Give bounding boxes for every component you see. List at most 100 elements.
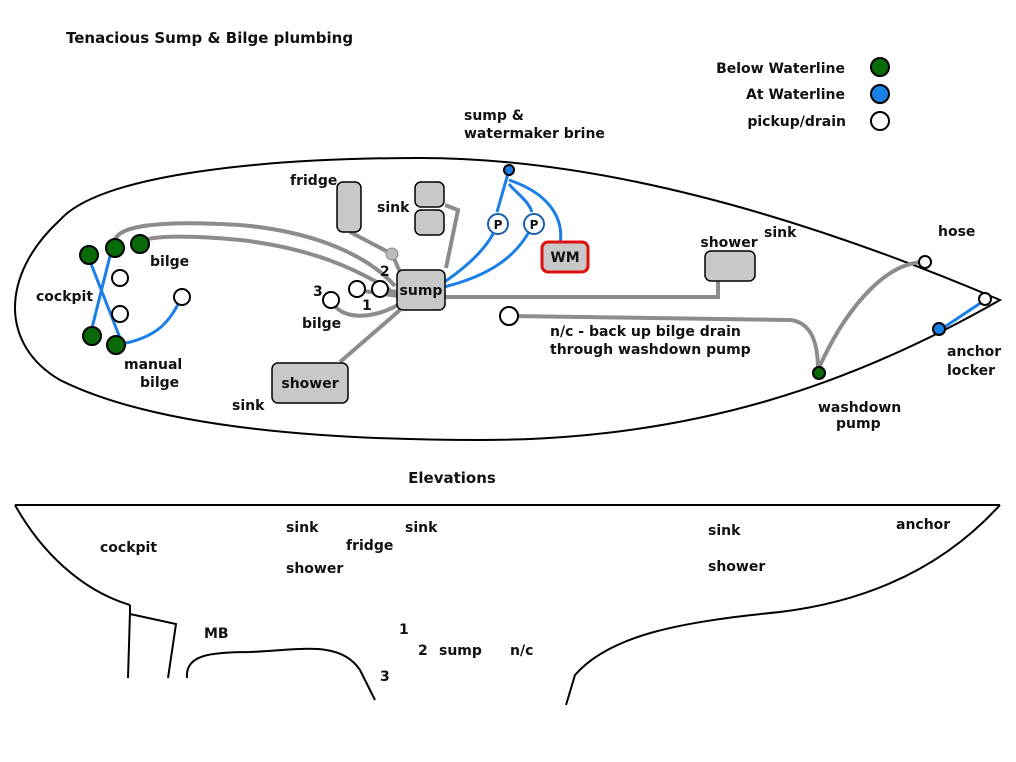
- elevation-transom-outer: [127, 605, 131, 679]
- washdown-pump-fitting: [812, 366, 826, 380]
- elev-anchor-label: anchor: [896, 517, 950, 533]
- manual-bilge-fitting: [106, 335, 126, 355]
- manual-bilge-label-1: manual: [124, 357, 182, 373]
- blue-pipes: [86, 169, 986, 347]
- anchor-locker-label-1: anchor: [947, 344, 1001, 360]
- elev-shower-b-label: shower: [708, 559, 765, 575]
- fridge-box: [336, 181, 362, 233]
- hose-label: hose: [938, 224, 975, 240]
- elev-3-label: 3: [380, 669, 390, 685]
- pipe-anchor-locker: [939, 298, 986, 332]
- watermaker-box: WM: [540, 240, 590, 274]
- elevations-title: Elevations: [408, 469, 496, 487]
- diagram-title: Tenacious Sump & Bilge plumbing: [66, 29, 353, 47]
- elev-sink-b-label: sink: [405, 520, 438, 536]
- legend-below-waterline-swatch: [870, 57, 890, 77]
- watermaker-label: WM: [550, 250, 579, 266]
- nc-pickup: [499, 306, 519, 326]
- elevation-stern: [14, 504, 131, 606]
- shower-aft-label: shower: [281, 376, 338, 392]
- pump-1: P: [487, 213, 509, 235]
- elev-fridge-label: fridge: [346, 538, 393, 554]
- pipe-bilge-top-outer: [112, 221, 397, 288]
- pickups-drains: [111, 255, 992, 326]
- sump-brine-label-1: sump &: [464, 108, 524, 124]
- hose-pickup: [918, 255, 932, 269]
- anchor-locker-fitting: [932, 322, 946, 336]
- elev-sink-a-label: sink: [286, 520, 319, 536]
- pipe-nc-washdown: [509, 314, 820, 371]
- cockpit-pickup-upper: [111, 269, 129, 287]
- cockpit-drain-upper: [79, 245, 99, 265]
- shower-fwd-label: shower: [700, 235, 757, 251]
- elevation-skeg-top: [129, 613, 178, 679]
- drain-1-number: 1: [362, 298, 372, 314]
- brine-through-hull: [503, 164, 515, 176]
- pipe-washdown-hose: [816, 260, 926, 371]
- bilge-fitting-b: [130, 234, 150, 254]
- pipe-cockpit-cross-b: [88, 247, 114, 337]
- bilge-mid-label: bilge: [302, 316, 341, 332]
- pipe-sink-sump: [444, 203, 461, 269]
- cockpit-drain-lower: [82, 326, 102, 346]
- sink-mid-label: sink: [377, 200, 410, 216]
- grey-pipes: [112, 203, 926, 371]
- elev-1-label: 1: [399, 622, 409, 638]
- pipe-shower-fwd-sump: [445, 280, 720, 299]
- shower-aft-box: shower: [271, 362, 349, 404]
- elev-sump-label: sump: [439, 643, 482, 659]
- legend-below-waterline-label: Below Waterline: [716, 61, 845, 77]
- elevation-bow: [565, 504, 1001, 706]
- washdown-pump-label-1: washdown: [818, 400, 901, 416]
- drain-3-number: 3: [313, 284, 323, 300]
- sink-box-lower: [414, 209, 445, 236]
- shower-fwd-box: [704, 250, 756, 282]
- nc-note-label-1: n/c - back up bilge drain: [550, 324, 741, 340]
- legend: Below Waterline At Waterline pickup/drai…: [716, 57, 890, 131]
- elevation-keel: [185, 647, 376, 701]
- sump-label: sump: [400, 283, 443, 299]
- pipe-pump2-brine: [507, 183, 534, 213]
- bilge-top-label: bilge: [150, 254, 189, 270]
- legend-at-waterline-label: At Waterline: [746, 87, 845, 103]
- bilge-mid-pickup: [322, 291, 340, 309]
- pipe-sump-pump2: [443, 225, 534, 289]
- fridge-label: fridge: [290, 173, 337, 189]
- elev-shower-a-label: shower: [286, 561, 343, 577]
- fridge-junction: [385, 247, 399, 261]
- drain-3: [348, 280, 366, 298]
- elev-sink-c-label: sink: [708, 523, 741, 539]
- anchor-drain: [978, 292, 992, 306]
- elev-2-label: 2: [418, 643, 428, 659]
- drain-2-number: 2: [380, 264, 390, 280]
- manual-bilge-label-2: bilge: [140, 375, 179, 391]
- cockpit-label: cockpit: [36, 289, 93, 305]
- manual-bilge-pickup: [173, 288, 191, 306]
- elev-nc-label: n/c: [510, 643, 533, 659]
- cockpit-pickup-lower: [111, 305, 129, 323]
- legend-pickup-drain-swatch: [870, 111, 890, 131]
- legend-at-waterline-swatch: [870, 84, 890, 104]
- anchor-locker-label-2: locker: [947, 363, 995, 379]
- pipe-shower-aft-sump: [338, 308, 402, 364]
- pump-2: P: [523, 213, 545, 235]
- pipe-cockpit-cross-a: [86, 255, 122, 339]
- pump-2-label: P: [530, 218, 539, 232]
- pump-1-label: P: [494, 218, 503, 232]
- elev-cockpit-label: cockpit: [100, 540, 157, 556]
- hull-elevation-outline: [14, 504, 1001, 706]
- pipe-bilge-top-inner: [138, 234, 392, 292]
- nc-note-label-2: through washdown pump: [550, 342, 751, 358]
- washdown-pump-label-2: pump: [836, 416, 881, 432]
- pipe-wm-brine: [508, 178, 563, 246]
- bilge-fitting-a: [105, 238, 125, 258]
- sink-box-upper: [414, 181, 445, 208]
- pipe-pump1-brine: [495, 169, 511, 213]
- pipe-manual-bilge: [115, 296, 184, 347]
- sink-aft-label: sink: [232, 398, 265, 414]
- legend-pickup-drain-label: pickup/drain: [747, 114, 846, 130]
- sump-box: sump: [396, 269, 446, 311]
- below-waterline-fittings: [79, 234, 826, 380]
- hull-plan-outline: [14, 156, 1003, 442]
